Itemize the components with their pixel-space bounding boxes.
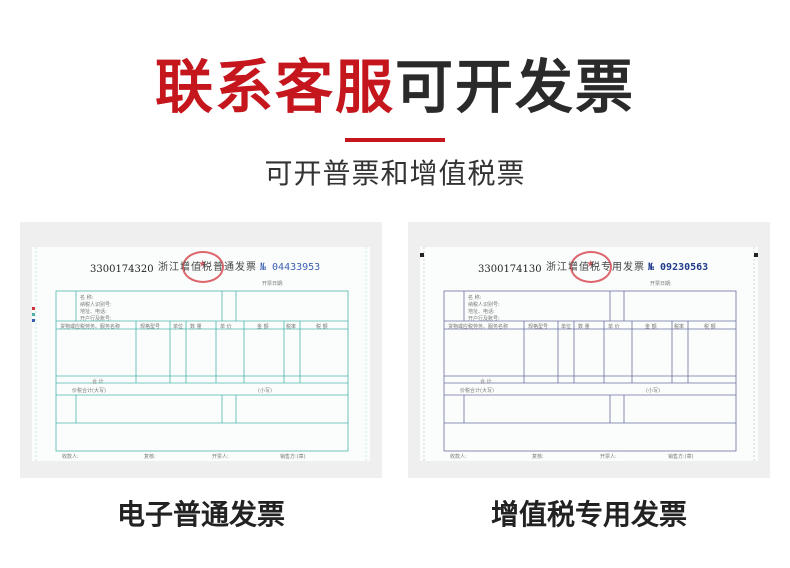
tax-rate-header: 税率 bbox=[286, 324, 297, 330]
invoice-card-general: ★ 3300174320 浙江增值税普通发票 № 04433953 开票日期: … bbox=[20, 222, 382, 478]
buyer-name-label: 名 称: bbox=[468, 295, 482, 301]
page-title: 联系客服可开发票 bbox=[0, 52, 790, 122]
tax-rate-header: 税率 bbox=[674, 324, 685, 330]
goods-name-header: 货物或应税劳务、服务名称 bbox=[60, 324, 121, 330]
buyer-address-label: 地址、电话: bbox=[80, 309, 107, 315]
title-dark-part: 可开发票 bbox=[395, 53, 636, 121]
amount-header: 金 额 bbox=[257, 324, 269, 330]
amount-header: 金 额 bbox=[645, 324, 657, 330]
page-subtitle: 可开普票和增值税票 bbox=[264, 157, 526, 190]
title-underline bbox=[345, 138, 445, 142]
goods-name-header: 货物或应税劳务、服务名称 bbox=[448, 324, 509, 330]
total-figures-label: (小写) bbox=[258, 388, 272, 394]
invoice-heading: 浙江增值税专用发票 bbox=[546, 262, 645, 273]
total-words-label: 价税合计(大写) bbox=[460, 388, 494, 394]
invoice-code: 3300174130 bbox=[478, 264, 542, 275]
total-label: 合 计 bbox=[480, 379, 492, 385]
quantity-header: 数 量 bbox=[578, 324, 590, 330]
buyer-bank-label: 开户行及账号: bbox=[468, 316, 500, 322]
issuer-label: 开票人: bbox=[212, 454, 229, 460]
total-label: 合 计 bbox=[92, 379, 104, 385]
quantity-header: 数 量 bbox=[190, 324, 202, 330]
tax-amount-header: 税 额 bbox=[316, 324, 328, 330]
reviewer-label: 复核: bbox=[144, 454, 156, 460]
payee-label: 收款人: bbox=[62, 454, 79, 460]
invoice-number: № 04433953 bbox=[260, 262, 321, 273]
buyer-tax-id-label: 纳税人识别号: bbox=[468, 302, 500, 308]
invoice-grid-special bbox=[420, 247, 758, 461]
buyer-address-label: 地址、电话: bbox=[468, 309, 495, 315]
invoice-image-special: ★ 3300174130 浙江增值税专用发票 № 09230563 开票日期: … bbox=[420, 247, 758, 461]
title-red-part: 联系客服 bbox=[154, 53, 395, 121]
spec-header: 规格型号 bbox=[140, 324, 161, 330]
invoice-image-general: ★ 3300174320 浙江增值税普通发票 № 04433953 开票日期: … bbox=[32, 247, 370, 461]
total-figures-label: (小写) bbox=[646, 388, 660, 394]
invoice-number: № 09230563 bbox=[648, 262, 709, 273]
invoice-date-label: 开票日期: bbox=[262, 281, 284, 287]
price-header: 单 价 bbox=[608, 324, 620, 330]
buyer-name-label: 名 称: bbox=[80, 295, 94, 301]
invoice-card-special: ★ 3300174130 浙江增值税专用发票 № 09230563 开票日期: … bbox=[408, 222, 770, 478]
total-words-label: 价税合计(大写) bbox=[72, 388, 106, 394]
official-seal-icon: ★ bbox=[570, 251, 612, 283]
invoice-grid-general bbox=[32, 247, 367, 461]
invoice-heading: 浙江增值税普通发票 bbox=[158, 262, 257, 273]
seller-seal-label: 销售方:(章) bbox=[668, 454, 694, 460]
payee-label: 收款人: bbox=[450, 454, 467, 460]
tax-amount-header: 税 额 bbox=[704, 324, 716, 330]
caption-electronic-general-invoice: 电子普通发票 bbox=[116, 498, 285, 531]
unit-header: 单位 bbox=[561, 324, 572, 330]
buyer-bank-label: 开户行及账号: bbox=[80, 316, 112, 322]
reviewer-label: 复核: bbox=[532, 454, 544, 460]
issuer-label: 开票人: bbox=[600, 454, 617, 460]
invoice-date-label: 开票日期: bbox=[650, 281, 672, 287]
official-seal-icon: ★ bbox=[182, 251, 224, 283]
invoice-code: 3300174320 bbox=[90, 264, 154, 275]
spec-header: 规格型号 bbox=[528, 324, 549, 330]
caption-vat-special-invoice: 增值税专用发票 bbox=[490, 498, 687, 531]
buyer-tax-id-label: 纳税人识别号: bbox=[80, 302, 112, 308]
price-header: 单 价 bbox=[220, 324, 232, 330]
unit-header: 单位 bbox=[173, 324, 184, 330]
seller-seal-label: 销售方:(章) bbox=[280, 454, 306, 460]
